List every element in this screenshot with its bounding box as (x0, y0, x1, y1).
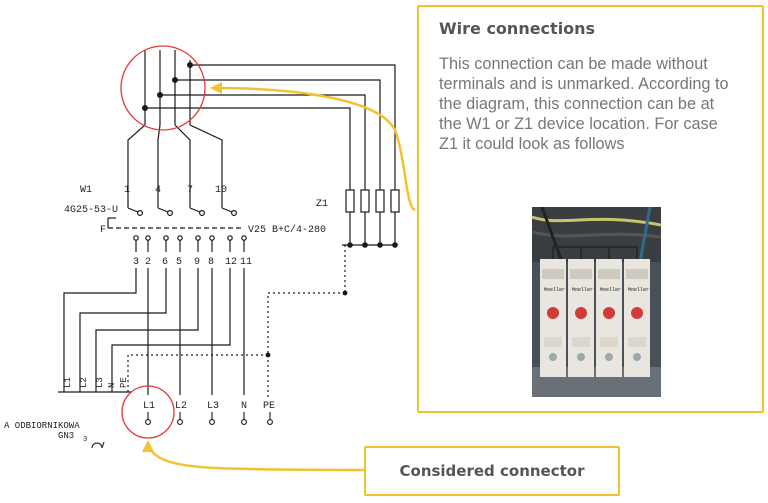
arrowhead-bottom (142, 440, 154, 452)
pin-6: 6 (162, 257, 168, 268)
arrowhead-top (210, 82, 222, 94)
wire-connections-callout: Wire connections This connection can be … (417, 5, 764, 413)
module-brand-2: Moeller (572, 287, 593, 293)
w1-label: W1 (80, 185, 92, 196)
right-terminal-labels: L1 L2 L3 N PE (143, 401, 275, 412)
fuse-module-1: Moeller (540, 259, 566, 377)
gn-label: GN3 (58, 431, 74, 441)
top-bus-wires (127, 50, 396, 190)
pin-1: 1 (124, 185, 130, 196)
callout-arrows (146, 86, 416, 472)
w1-type-label: 4G25-53-U (64, 205, 118, 216)
pin-8: 8 (208, 257, 214, 268)
terminal-l3: L3 (207, 401, 219, 412)
pin-5: 5 (176, 257, 182, 268)
pin-11: 11 (240, 257, 252, 268)
terminal-n: N (241, 401, 247, 412)
module-brand-3: Moeller (600, 287, 621, 293)
top-highlight-circle (120, 45, 206, 131)
module-brand-1: Moeller (544, 287, 565, 293)
receiver-socket: A ODBIORNIKOWA GN3 3 (4, 421, 105, 449)
left-terminal-pe: PE (119, 377, 129, 388)
left-terminal-l2: L2 (79, 377, 89, 388)
pin-3: 3 (133, 257, 139, 268)
bottom-pin-numbers: 3 2 6 5 9 8 12 11 (133, 257, 252, 268)
left-terminal-labels: L1 L2 L3 N PE (63, 377, 129, 388)
terminal-l1: L1 (143, 401, 155, 412)
pin-2: 2 (145, 257, 151, 268)
module-brand-4: Moeller (628, 287, 649, 293)
z1-fuse-block (342, 189, 400, 248)
pin-10: 10 (215, 185, 227, 196)
lower-wires (58, 240, 245, 395)
w1-switch: W1 4G25-53-U 1 4 7 10 F V25 B+C/4-280 (64, 178, 326, 241)
left-terminal-n: N (107, 383, 117, 388)
v25-label: V25 B+C/4-280 (248, 224, 326, 236)
considered-connector-callout: Considered connector (364, 446, 620, 496)
gn-sub-label: 3 (83, 436, 87, 444)
z1-label: Z1 (316, 199, 328, 210)
pe-dotted-wires (127, 245, 346, 400)
terminal-l2: L2 (175, 401, 187, 412)
pe-node-upper (342, 290, 348, 296)
fuse-modules-photo: Moeller Moeller Moeller Moeller (532, 207, 661, 397)
fuse-module-3: Moeller (596, 259, 622, 377)
pin-9: 9 (194, 257, 200, 268)
pin-12: 12 (225, 257, 237, 268)
f-label: F (100, 225, 106, 236)
pe-node-lower (265, 352, 271, 358)
considered-connector-title: Considered connector (399, 462, 585, 480)
left-terminal-l1: L1 (63, 377, 73, 388)
wire-connections-body: This connection can be made without term… (439, 55, 729, 153)
left-terminal-l3: L3 (95, 377, 105, 388)
connector-highlight-circle (121, 385, 175, 439)
terminal-screws (145, 412, 273, 425)
terminal-pe: PE (263, 401, 275, 412)
receiver-label: A ODBIORNIKOWA (4, 421, 80, 431)
fuse-module-4: Moeller (624, 259, 650, 377)
fuse-module-2: Moeller (568, 259, 594, 377)
wire-connections-title: Wire connections (439, 19, 596, 38)
